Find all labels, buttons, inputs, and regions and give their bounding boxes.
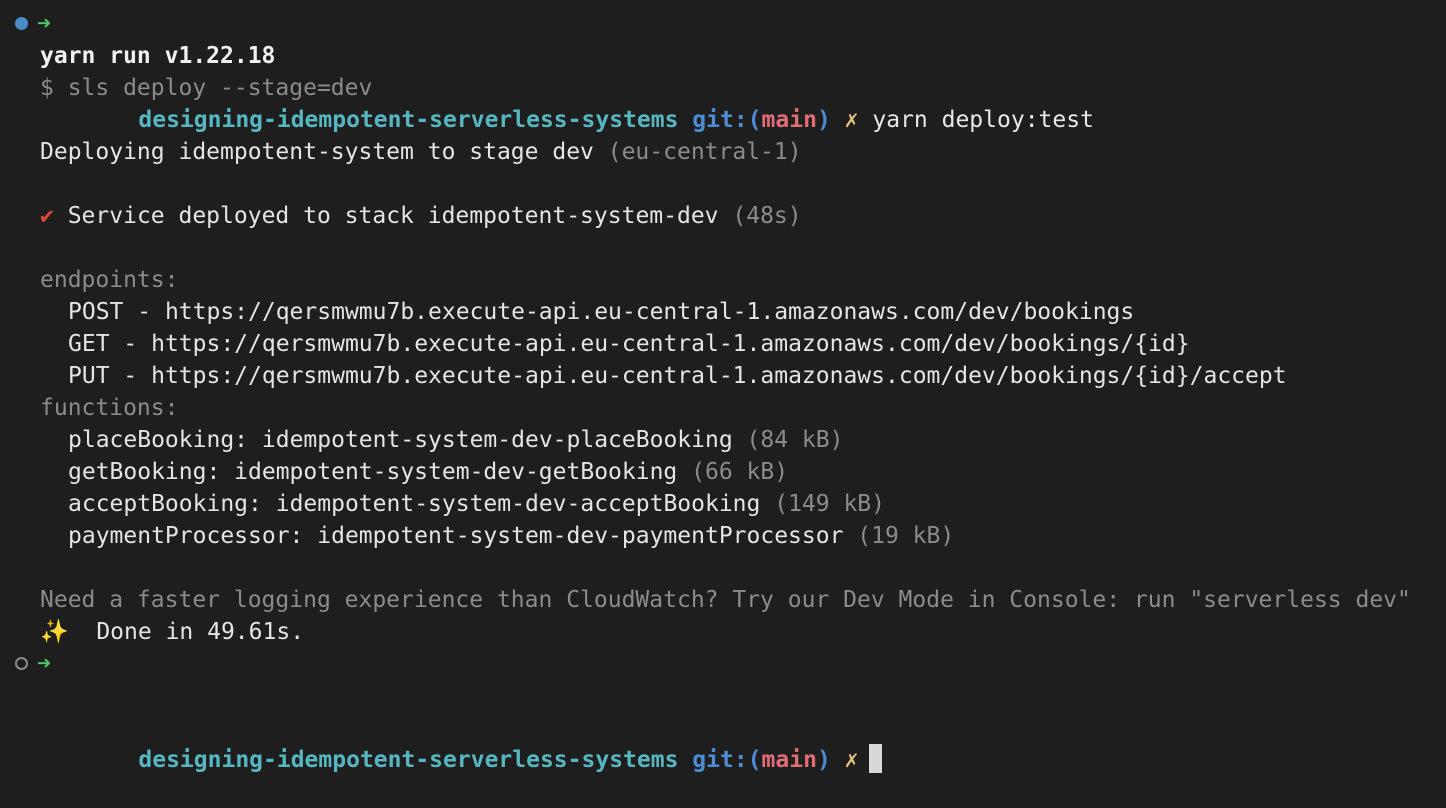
function-name: paymentProcessor: [68,523,318,549]
function-full-name: idempotent-system-dev-acceptBooking [275,491,775,517]
function-size: (19 kB) [857,523,955,549]
terminal-output[interactable]: ➜ designing-idempotent-serverless-system… [0,8,1446,773]
command-text: yarn deploy:test [872,107,1094,133]
right-arrow-icon: ➜ [37,651,51,677]
git-label: git:( [692,107,762,133]
endpoint-row: PUT - https://qersmwmu7b.execute-api.eu-… [0,360,1446,392]
function-row: paymentProcessor: idempotent-system-dev-… [0,520,1446,552]
blank-line [0,104,1446,136]
endpoint-method: POST [68,299,124,325]
right-arrow-icon: ➜ [37,11,51,37]
deployed-line: ✔ Service deployed to stack idempotent-s… [0,200,1446,232]
functions-heading-text: functions: [40,395,179,421]
endpoint-url[interactable]: https://qersmwmu7b.execute-api.eu-centra… [164,299,1135,325]
hollow-circle-icon [15,657,28,670]
sls-command-line: $ sls deploy --stage=dev [0,72,1446,104]
sls-command: $ sls deploy --stage=dev [40,75,373,101]
prompt-directory: designing-idempotent-serverless-systems [138,107,679,133]
blank-line [0,552,1446,584]
deployed-text: Service deployed to stack idempotent-sys… [53,203,733,229]
deploying-line: Deploying idempotent-system to stage dev… [0,136,1446,168]
function-size: (149 kB) [774,491,885,517]
function-full-name: idempotent-system-dev-paymentProcessor [317,523,858,549]
blank-line [0,168,1446,200]
done-line: ✨ Done in 49.61s. [0,616,1446,648]
endpoint-separator: - [109,363,152,389]
git-label: git:( [692,747,762,773]
endpoint-separator: - [109,331,152,357]
endpoint-url[interactable]: https://qersmwmu7b.execute-api.eu-centra… [151,331,1190,357]
checkmark-icon: ✔ [40,203,54,229]
function-full-name: idempotent-system-dev-getBooking [234,459,692,485]
deployed-duration: (48s) [732,203,802,229]
endpoints-heading-text: endpoints: [40,267,179,293]
notice-text: Need a faster logging experience than Cl… [40,587,1411,613]
function-row: getBooking: idempotent-system-dev-getBoo… [0,456,1446,488]
functions-heading: functions: [0,392,1446,424]
dirty-marker: ✗ [844,747,859,773]
filled-circle-icon [15,17,28,30]
function-size: (84 kB) [746,427,844,453]
yarn-version-line: yarn run v1.22.18 [0,40,1446,72]
done-text: Done in 49.61s. [68,619,305,645]
prompt-directory: designing-idempotent-serverless-systems [138,747,679,773]
endpoint-method: PUT [68,363,110,389]
git-close: ) [816,747,831,773]
git-close: ) [816,107,831,133]
function-row: placeBooking: idempotent-system-dev-plac… [0,424,1446,456]
dirty-marker: ✗ [844,107,859,133]
function-name: getBooking: [68,459,235,485]
function-name: acceptBooking: [68,491,276,517]
sparkle-icon: ✨ [40,619,69,645]
function-name: placeBooking: [68,427,262,453]
deploying-region: (eu-central-1) [607,139,802,165]
endpoints-heading: endpoints: [0,264,1446,296]
text-cursor[interactable] [868,744,882,773]
deploying-text: Deploying idempotent-system to stage dev [40,139,608,165]
endpoint-url[interactable]: https://qersmwmu7b.execute-api.eu-centra… [151,363,1287,389]
prompt-line-current[interactable]: ➜ designing-idempotent-serverless-system… [0,648,1446,773]
function-full-name: idempotent-system-dev-placeBooking [261,427,747,453]
notice-line: Need a faster logging experience than Cl… [0,584,1446,616]
prompt-line: ➜ designing-idempotent-serverless-system… [0,8,1446,133]
endpoint-separator: - [123,299,165,325]
git-branch: main [761,747,817,773]
function-size: (66 kB) [691,459,789,485]
function-row: acceptBooking: idempotent-system-dev-acc… [0,488,1446,520]
yarn-version: yarn run v1.22.18 [40,43,276,69]
endpoint-method: GET [68,331,110,357]
blank-line [0,232,1446,264]
endpoint-row: POST - https://qersmwmu7b.execute-api.eu… [0,296,1446,328]
git-branch: main [761,107,817,133]
endpoint-row: GET - https://qersmwmu7b.execute-api.eu-… [0,328,1446,360]
